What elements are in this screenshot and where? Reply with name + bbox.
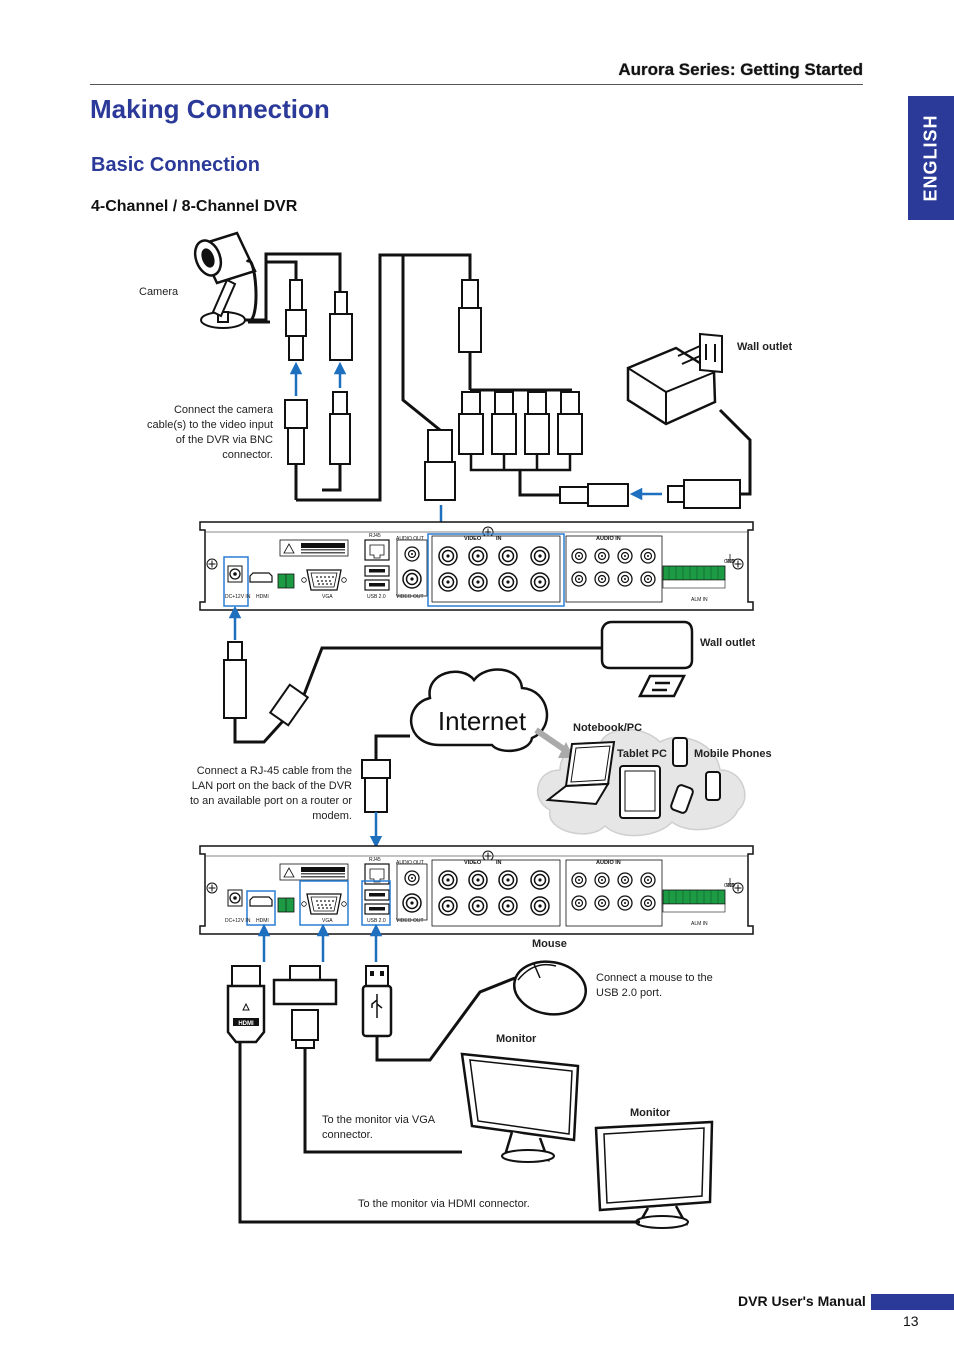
panel-text-top: CAUTION RJ45 AUDIO OUT VIDEO IN AUDIO IN…: [225, 533, 736, 603]
usb-plug: [361, 965, 393, 1048]
bnc-note: Connect the camera cable(s) to the video…: [147, 404, 273, 461]
footer-bar: [871, 1294, 954, 1310]
svg-text:ALM IN: ALM IN: [691, 597, 708, 603]
mouse-icon: [513, 960, 587, 1016]
svg-text:VGA: VGA: [322, 918, 333, 924]
vga-plug: [272, 965, 338, 1058]
svg-text:IN: IN: [496, 536, 502, 542]
monitor-label-2: Monitor: [630, 1107, 671, 1119]
dvr-power-cable: [223, 605, 612, 744]
monitor-icon-1: [460, 1052, 580, 1163]
camera-label: Camera: [139, 286, 179, 298]
camera-power-plug: [329, 291, 353, 361]
monitor-icon-2: [594, 1120, 714, 1229]
svg-text:AUDIO IN: AUDIO IN: [596, 860, 621, 866]
svg-text:HDMI: HDMI: [256, 918, 269, 924]
svg-text:GND: GND: [724, 559, 736, 565]
header-divider: [90, 84, 863, 85]
camera-bnc-plug: [285, 279, 307, 361]
svg-text:GND: GND: [724, 883, 736, 889]
svg-text:AUDIO OUT: AUDIO OUT: [396, 536, 424, 542]
svg-text:CAUTION: CAUTION: [310, 544, 335, 550]
series-title: Aurora Series: Getting Started: [618, 60, 863, 79]
svg-text:AUDIO OUT: AUDIO OUT: [396, 860, 424, 866]
rca-plug-top: [461, 279, 479, 309]
manual-title: DVR User's Manual: [738, 1293, 866, 1309]
bnc-plug-dvr: [424, 429, 456, 501]
bnc-connector: [284, 399, 308, 500]
svg-text:AUDIO IN: AUDIO IN: [596, 536, 621, 542]
svg-text:RJ45: RJ45: [369, 857, 381, 863]
page-title: Making Connection: [90, 94, 330, 124]
svg-text:VIDEO: VIDEO: [464, 536, 482, 542]
svg-text:IN: IN: [496, 860, 502, 866]
tablet-label: Tablet PC: [617, 748, 667, 760]
svg-text:DC+12V IN: DC+12V IN: [225, 918, 251, 924]
svg-text:USB 2.0: USB 2.0: [367, 918, 386, 924]
svg-text:VIDEO OUT: VIDEO OUT: [396, 918, 424, 924]
page-number: 13: [903, 1313, 919, 1329]
devices-cloud: [534, 727, 746, 837]
rj45-note: Connect a RJ-45 cable from the LAN port …: [189, 765, 352, 822]
svg-text:HDMI: HDMI: [256, 594, 269, 600]
language-tab: ENGLISH: [908, 96, 954, 220]
hdmi-note: To the monitor via HDMI connector.: [358, 1198, 530, 1210]
rj45-cable: [361, 734, 410, 849]
power-adapter-icon: [626, 332, 723, 426]
notebook-label: Notebook/PC: [573, 722, 643, 734]
svg-text:RJ45: RJ45: [369, 533, 381, 539]
svg-text:CAUTION: CAUTION: [310, 868, 335, 874]
vga-note: To the monitor via VGA connector.: [322, 1114, 435, 1141]
svg-text:DC+12V IN: DC+12V IN: [225, 594, 251, 600]
power-connector: [329, 391, 351, 465]
internet-cloud-icon: [409, 668, 549, 753]
panel-text-bottom: CAUTION RJ45 AUDIO OUT VIDEO IN AUDIO IN…: [225, 857, 736, 927]
wall-outlet-label-2: Wall outlet: [700, 637, 756, 649]
mouse-label: Mouse: [532, 938, 567, 950]
mobile-label: Mobile Phones: [694, 748, 772, 760]
splitter-plugs: [458, 388, 629, 507]
wall-outlet-label-1: Wall outlet: [737, 341, 793, 353]
hdmi-plug: HDMI: [226, 965, 266, 1044]
wall-adapter-icon: [600, 620, 694, 698]
adapter-plug: [667, 408, 752, 509]
svg-text:VIDEO OUT: VIDEO OUT: [396, 594, 424, 600]
svg-text:VIDEO: VIDEO: [464, 860, 482, 866]
svg-text:ALM IN: ALM IN: [691, 921, 708, 927]
sub-title: 4-Channel / 8-Channel DVR: [91, 198, 298, 215]
svg-text:USB 2.0: USB 2.0: [367, 594, 386, 600]
internet-label: Internet: [438, 706, 527, 736]
section-title: Basic Connection: [91, 154, 260, 176]
hdmi-logo: HDMI: [238, 1021, 254, 1027]
svg-text:VGA: VGA: [322, 594, 333, 600]
camera-icon: [193, 231, 257, 329]
mouse-note: Connect a mouse to the USB 2.0 port.: [596, 972, 713, 999]
monitor-label-1: Monitor: [496, 1033, 537, 1045]
